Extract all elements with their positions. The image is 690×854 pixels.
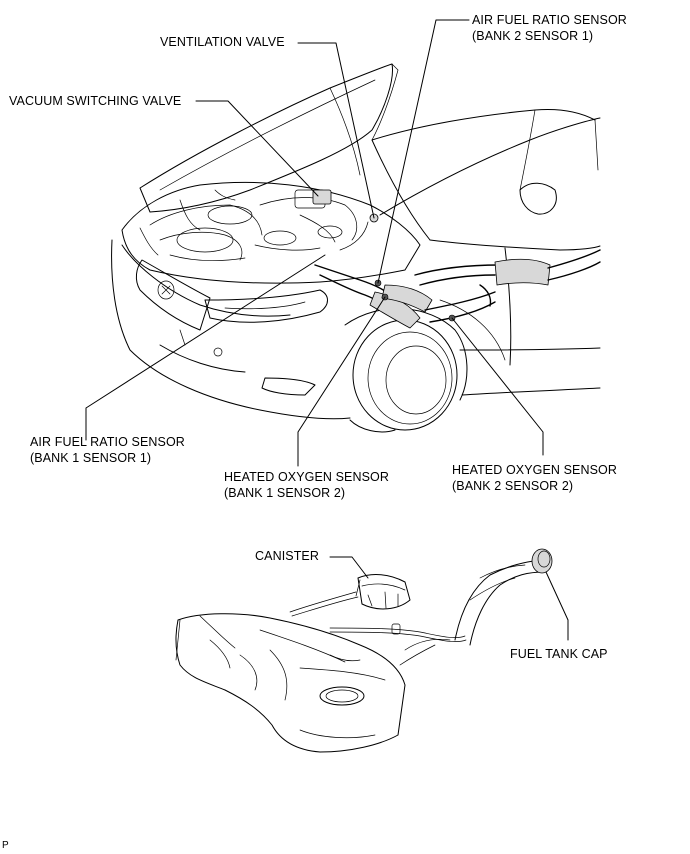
leader-ho2-b2s2 bbox=[451, 317, 544, 456]
label-fuel-tank-cap: FUEL TANK CAP bbox=[510, 647, 608, 661]
label-ho2-b2s2-line1: HEATED OXYGEN SENSOR bbox=[452, 463, 617, 477]
vacuum-switching-valve-part bbox=[312, 189, 332, 205]
label-ventilation-valve: VENTILATION VALVE bbox=[160, 35, 285, 49]
fuel-tank-cap-part bbox=[531, 548, 553, 574]
side-mirror bbox=[519, 182, 557, 215]
label-af-b1s1-line2: (BANK 1 SENSOR 1) bbox=[30, 451, 152, 465]
label-ho2-b1s2-line2: (BANK 1 SENSOR 2) bbox=[224, 486, 346, 500]
figure-code: P bbox=[2, 840, 9, 851]
car-illustration bbox=[111, 63, 601, 433]
label-af-b2s1-line1: AIR FUEL RATIO SENSOR bbox=[472, 13, 627, 27]
label-vacuum-switching-valve: VACUUM SWITCHING VALVE bbox=[9, 94, 182, 108]
leader-ho2-b1s2 bbox=[297, 296, 386, 467]
grille bbox=[135, 259, 211, 331]
headlight bbox=[204, 289, 328, 323]
windshield bbox=[371, 109, 596, 141]
label-ho2-b1s2-line1: HEATED OXYGEN SENSOR bbox=[224, 470, 389, 484]
leader-canister bbox=[329, 556, 369, 579]
fog-lamp bbox=[261, 377, 316, 396]
leader-lines bbox=[85, 19, 569, 641]
front-wheel bbox=[344, 308, 468, 433]
label-af-b1s1-line1: AIR FUEL RATIO SENSOR bbox=[30, 435, 185, 449]
emblem bbox=[157, 280, 175, 300]
front-bumper bbox=[111, 239, 351, 420]
fuel-system-illustration bbox=[175, 548, 553, 753]
leader-fuel-tank-cap bbox=[545, 571, 569, 641]
label-ho2-bank1-sensor2: HEATED OXYGEN SENSOR (BANK 1 SENSOR 2) bbox=[224, 469, 389, 501]
engine-bay bbox=[121, 181, 421, 284]
leader-af-b1s1 bbox=[85, 254, 326, 441]
label-af-b2s1-line2: (BANK 2 SENSOR 1) bbox=[472, 29, 594, 43]
leader-ventilation-valve bbox=[297, 42, 375, 219]
open-hood bbox=[139, 63, 393, 213]
canister-part bbox=[355, 574, 411, 610]
exhaust-system bbox=[314, 249, 601, 329]
leader-vacuum-switching-valve bbox=[195, 100, 319, 197]
filler-pipe bbox=[454, 559, 541, 641]
leader-af-b2s1 bbox=[377, 19, 470, 284]
label-af-sensor-bank1-sensor1: AIR FUEL RATIO SENSOR (BANK 1 SENSOR 1) bbox=[30, 434, 185, 466]
label-af-sensor-bank2-sensor1: AIR FUEL RATIO SENSOR (BANK 2 SENSOR 1) bbox=[472, 12, 627, 44]
label-ho2-b2s2-line2: (BANK 2 SENSOR 2) bbox=[452, 479, 574, 493]
fuel-tank bbox=[175, 613, 406, 753]
engine-components bbox=[139, 189, 379, 262]
label-ho2-bank2-sensor2: HEATED OXYGEN SENSOR (BANK 2 SENSOR 2) bbox=[452, 462, 617, 494]
label-canister: CANISTER bbox=[255, 549, 320, 563]
sub-catalyst bbox=[494, 258, 551, 286]
